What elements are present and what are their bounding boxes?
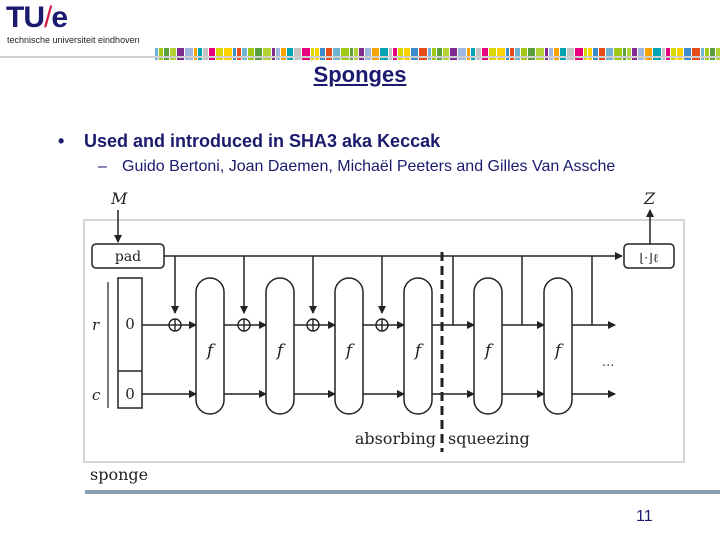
squeezing-label: squeezing <box>448 429 530 448</box>
sponge-construction-diagram: M Z pad r c 0 0 <box>83 189 685 484</box>
xor-node-2 <box>237 318 251 332</box>
capacity-label: c <box>92 386 101 404</box>
absorbing-label: absorbing <box>355 429 436 448</box>
xor-node-4 <box>375 318 389 332</box>
permutation-blocks <box>195 277 573 415</box>
input-label-m: M <box>110 189 128 208</box>
tue-logo: TU/e technische universiteit eindhoven <box>6 2 166 46</box>
f-block-1 <box>195 277 225 415</box>
f-block-2 <box>265 277 295 415</box>
slide-title: Sponges <box>313 62 407 87</box>
xor-node-1 <box>168 318 182 332</box>
pad-label: pad <box>115 249 141 265</box>
f-label-6: f <box>553 341 564 361</box>
xor-node-3 <box>306 318 320 332</box>
f-block-6 <box>543 277 573 415</box>
f-block-3 <box>334 277 364 415</box>
sub-bullet-point: –Guido Bertoni, Joan Daemen, Michaël Pee… <box>98 158 616 175</box>
capacity-init-value: 0 <box>125 385 135 403</box>
page-number: 11 <box>636 508 653 525</box>
logo-subtitle: technische universiteit eindhoven <box>7 35 140 45</box>
sponge-label: sponge <box>90 465 148 484</box>
f-label-2: f <box>275 341 286 361</box>
f-label-5: f <box>483 341 494 361</box>
squeeze-output-lines <box>452 209 654 325</box>
f-block-5 <box>473 277 503 415</box>
continuation-ellipsis: ... <box>602 355 614 370</box>
sub-bullet-text: Guido Bertoni, Joan Daemen, Michaël Peet… <box>122 158 616 175</box>
decorative-color-strip <box>155 48 720 60</box>
logo-wordmark: TU/e <box>6 1 68 34</box>
f-label-1: f <box>205 341 216 361</box>
truncate-label: ⌊·⌋ℓ <box>640 251 659 265</box>
f-label-3: f <box>344 341 355 361</box>
f-label-4: f <box>413 341 424 361</box>
footer-divider <box>85 490 720 494</box>
f-block-4 <box>403 277 433 415</box>
truncate-box <box>623 243 675 269</box>
rate-init-value: 0 <box>125 315 135 333</box>
output-label-z: Z <box>643 189 656 208</box>
bullet-text: Used and introduced in SHA3 aka Keccak <box>84 131 441 151</box>
header-divider <box>0 56 720 58</box>
diagram-frame <box>83 219 685 463</box>
rate-label: r <box>92 316 100 334</box>
state-box <box>117 277 143 409</box>
bullet-point: •Used and introduced in SHA3 aka Keccak <box>58 131 441 151</box>
